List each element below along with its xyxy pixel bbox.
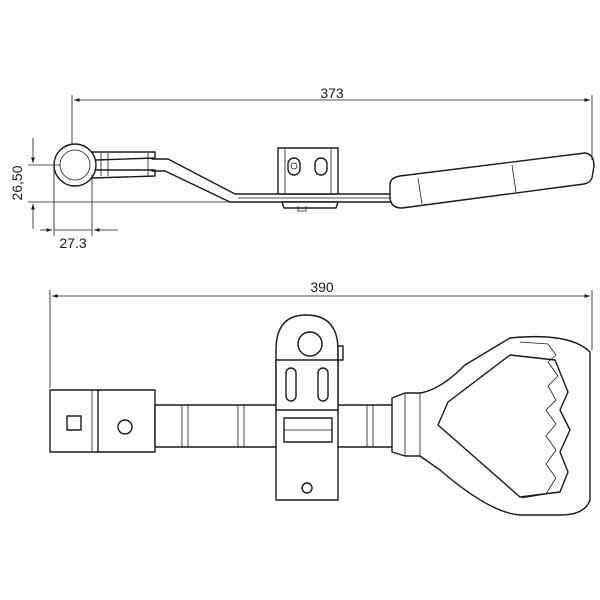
handle-inner-opening [437, 354, 571, 498]
top-main-bar [154, 404, 396, 448]
dimension-27-3: 27.3 [40, 168, 118, 251]
pivot-knob [297, 331, 323, 357]
dimension-390: 390 [49, 279, 593, 388]
round-hole [117, 419, 133, 435]
square-hole [66, 415, 82, 431]
dimension-373-label: 373 [320, 85, 344, 101]
dimension-390-label: 390 [310, 279, 334, 295]
mount-hole [301, 482, 313, 494]
dimension-26-50-label: 26,50 [9, 165, 25, 200]
slot-left [285, 367, 297, 402]
dimension-27-3-label: 27.3 [59, 235, 86, 251]
dimension-26-50: 26,50 [9, 138, 230, 229]
slot-right [317, 367, 329, 402]
side-handle [389, 152, 595, 209]
side-ring-inner [59, 149, 91, 181]
top-block-body [49, 389, 156, 453]
side-lever-top [151, 158, 396, 195]
side-clevis [91, 151, 156, 179]
top-bracket [275, 314, 344, 501]
top-handle [391, 335, 591, 516]
top-view [49, 314, 591, 516]
top-coupling-block [49, 389, 156, 453]
side-lever-bottom [151, 170, 396, 203]
side-bracket [277, 147, 339, 212]
side-view [53, 143, 595, 212]
dimension-373: 373 [71, 85, 593, 160]
